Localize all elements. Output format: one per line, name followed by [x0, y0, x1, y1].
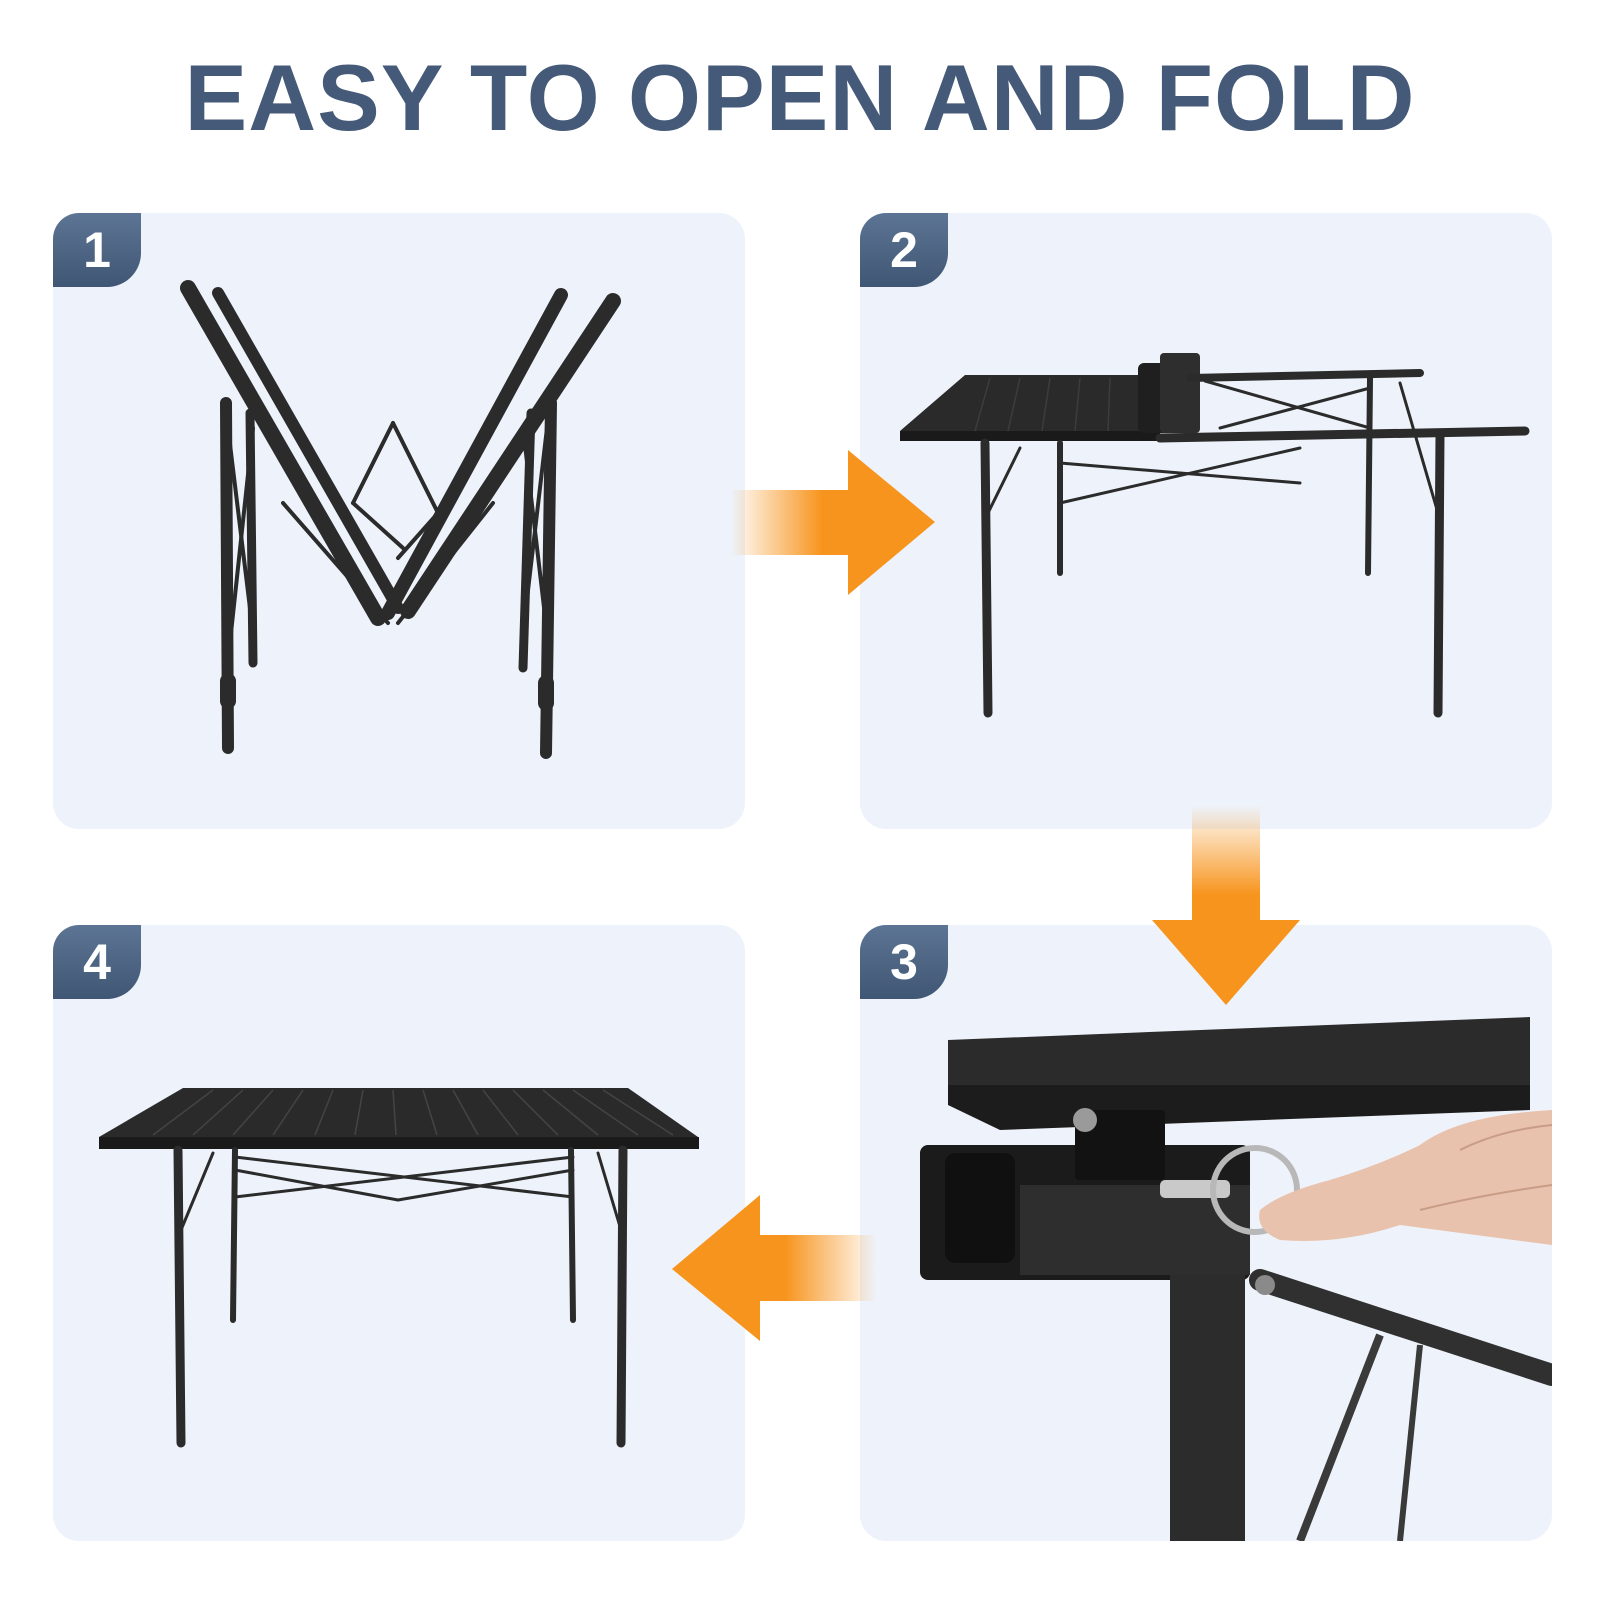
arrow-right-icon	[730, 450, 935, 595]
step-badge-3: 3	[860, 925, 948, 999]
step-4-panel: 4	[53, 925, 745, 1541]
arrow-left-icon	[672, 1195, 877, 1341]
unrolling-tabletop-illustration	[900, 353, 1530, 718]
step-2-panel: 2	[860, 213, 1552, 829]
step-1-panel: 1	[53, 213, 745, 829]
step-3-panel: 3	[860, 925, 1552, 1541]
locking-pin-closeup-illustration	[920, 1017, 1552, 1541]
step-badge-1: 1	[53, 213, 141, 287]
folded-frame-illustration	[180, 280, 621, 759]
arrow-down-icon	[1152, 805, 1300, 1005]
step-badge-4: 4	[53, 925, 141, 999]
assembled-table-illustration	[99, 1088, 699, 1448]
step-badge-2: 2	[860, 213, 948, 287]
page-title: EASY TO OPEN AND FOLD	[184, 45, 1416, 150]
